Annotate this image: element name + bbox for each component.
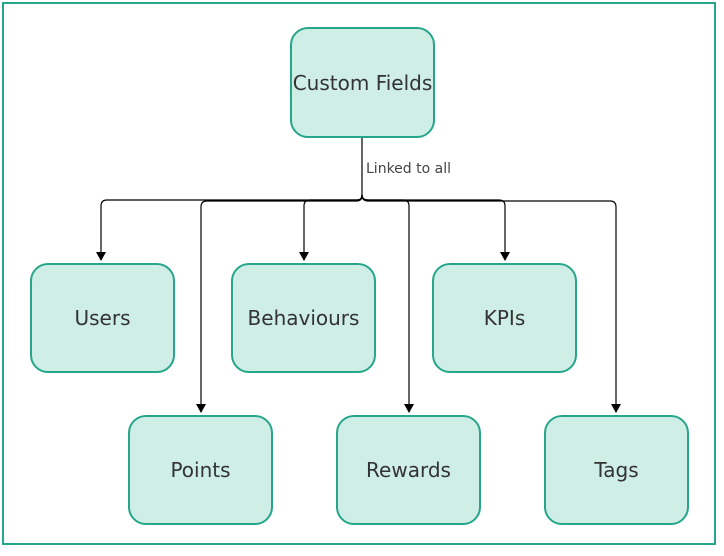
diagram-frame — [2, 2, 716, 545]
node-custom-fields[interactable]: Custom Fields — [290, 27, 435, 138]
connector-users — [96, 194, 363, 261]
edge-label-linked-to-all: Linked to all — [366, 161, 451, 177]
node-behaviours[interactable]: Behaviours — [231, 263, 376, 373]
node-kpis[interactable]: KPIs — [432, 263, 577, 373]
connector-tags — [361, 194, 621, 413]
node-points[interactable]: Points — [128, 415, 273, 525]
node-users[interactable]: Users — [30, 263, 175, 373]
node-rewards[interactable]: Rewards — [336, 415, 481, 525]
connector-kpis — [361, 194, 510, 261]
node-tags[interactable]: Tags — [544, 415, 689, 525]
connector-behaviours — [299, 194, 363, 261]
